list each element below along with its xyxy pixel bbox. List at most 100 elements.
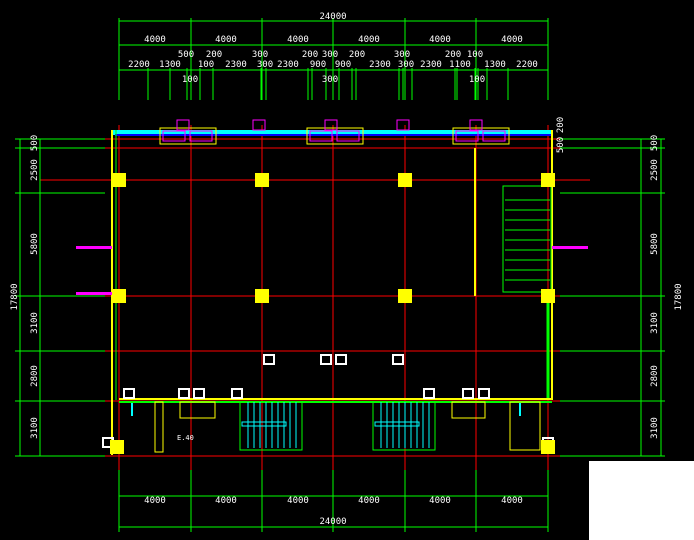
fixture-icon <box>462 388 474 399</box>
dim-text-bay-bottom: 4000 <box>501 496 523 506</box>
dim-text-detail: 2200 <box>516 60 538 70</box>
dim-text-detail: 300 <box>322 75 338 85</box>
dim-text-detail: 2300 <box>277 60 299 70</box>
stair-landing <box>374 421 420 427</box>
structural-column <box>541 440 555 454</box>
dim-text-detail: 900 <box>335 60 351 70</box>
dim-text-bay-top: 4000 <box>358 35 380 45</box>
fixture-icon <box>123 388 135 399</box>
dim-text-detail: 200 <box>302 50 318 60</box>
dim-text-bay-bottom: 4000 <box>429 496 451 506</box>
dim-text-right: 2500 <box>650 159 660 181</box>
dim-text-overall-right: 17800 <box>674 283 684 310</box>
dim-text-detail: 100 <box>467 50 483 60</box>
dim-text-detail: 100 <box>182 75 198 85</box>
dim-text-detail: 100 <box>198 60 214 70</box>
ac-unit <box>189 130 213 142</box>
dim-text-detail: 2300 <box>225 60 247 70</box>
ac-unit <box>309 130 333 142</box>
fixture-icon <box>392 354 404 365</box>
dimension-lines <box>15 18 665 532</box>
structural-column <box>255 289 269 303</box>
fixture-icon <box>423 388 435 399</box>
walls <box>76 119 588 455</box>
dim-text-right: 500 <box>650 135 660 151</box>
dim-text-left: 5800 <box>30 233 40 255</box>
dim-text-detail: 500 <box>178 50 194 60</box>
fixture-icon <box>193 388 205 399</box>
fixture-icon <box>478 388 490 399</box>
stair-right <box>502 185 552 293</box>
dim-text-detail: 200 <box>206 50 222 60</box>
blank-area <box>589 461 694 540</box>
dim-text-left: 500 <box>30 135 40 151</box>
structural-column <box>112 173 126 187</box>
ac-bracket <box>324 119 338 131</box>
dim-text-detail: 200 <box>445 50 461 60</box>
structural-column <box>398 173 412 187</box>
dim-text-detail: 2200 <box>128 60 150 70</box>
dim-text-overall-left: 17800 <box>10 283 20 310</box>
dim-text-detail: 300 <box>252 50 268 60</box>
structural-column <box>112 289 126 303</box>
dim-text-detail: 300 <box>322 50 338 60</box>
dim-text-left: 2800 <box>30 365 40 387</box>
fixture-icon <box>178 388 190 399</box>
window-strip <box>113 130 553 135</box>
ac-unit <box>336 130 360 142</box>
dim-text-left: 3100 <box>30 312 40 334</box>
columns <box>110 173 555 454</box>
elevation-label: E.40 <box>177 434 194 442</box>
room-wall <box>509 401 541 451</box>
dim-text-detail: 100 <box>469 75 485 85</box>
window-box <box>306 127 364 145</box>
dim-text-right: 5800 <box>650 233 660 255</box>
stair-core <box>372 401 436 451</box>
dim-text-detail: 200 <box>349 50 365 60</box>
ac-unit <box>482 130 506 142</box>
dim-text-bay-top: 4000 <box>501 35 523 45</box>
dim-text-detail: 300 <box>394 50 410 60</box>
dim-text-bay-bottom: 4000 <box>358 496 380 506</box>
dim-text-detail: 2300 <box>369 60 391 70</box>
dim-text-right: 3100 <box>650 312 660 334</box>
ac-bracket <box>469 119 483 131</box>
vent-pipe <box>76 292 112 295</box>
dim-text-bay-top: 4000 <box>144 35 166 45</box>
room-wall <box>451 401 486 419</box>
structural-column <box>541 173 555 187</box>
room-wall <box>179 401 216 419</box>
dim-text-detail: 2300 <box>420 60 442 70</box>
window-box <box>452 127 510 145</box>
dim-text-bay-top: 4000 <box>215 35 237 45</box>
dim-text-bay-bottom: 4000 <box>287 496 309 506</box>
ac-unit <box>162 130 186 142</box>
dim-text-left: 3100 <box>30 417 40 439</box>
structural-column <box>398 289 412 303</box>
ac-bracket <box>396 119 410 131</box>
stair-core <box>239 401 303 451</box>
ac-bracket <box>252 119 266 131</box>
structural-column <box>110 440 124 454</box>
fixture-icon <box>231 388 243 399</box>
ac-unit <box>455 130 479 142</box>
structural-column <box>255 173 269 187</box>
dim-text-right: 2800 <box>650 365 660 387</box>
room-wall <box>154 401 164 453</box>
window-glass <box>115 134 551 136</box>
dim-text-detail: 300 <box>257 60 273 70</box>
dim-text-overall-bottom: 24000 <box>319 517 346 527</box>
dim-text-bay-bottom: 4000 <box>144 496 166 506</box>
stair-landing <box>241 421 287 427</box>
dim-text-left: 2500 <box>30 159 40 181</box>
fixture-icon <box>263 354 275 365</box>
dim-text-bay-top: 4000 <box>429 35 451 45</box>
structural-column <box>541 289 555 303</box>
dim-text-detail: 300 <box>398 60 414 70</box>
dim-text-bay-bottom: 4000 <box>215 496 237 506</box>
fixture-icon <box>320 354 332 365</box>
window-box <box>159 127 217 145</box>
dim-text-overall-top: 24000 <box>319 12 346 22</box>
